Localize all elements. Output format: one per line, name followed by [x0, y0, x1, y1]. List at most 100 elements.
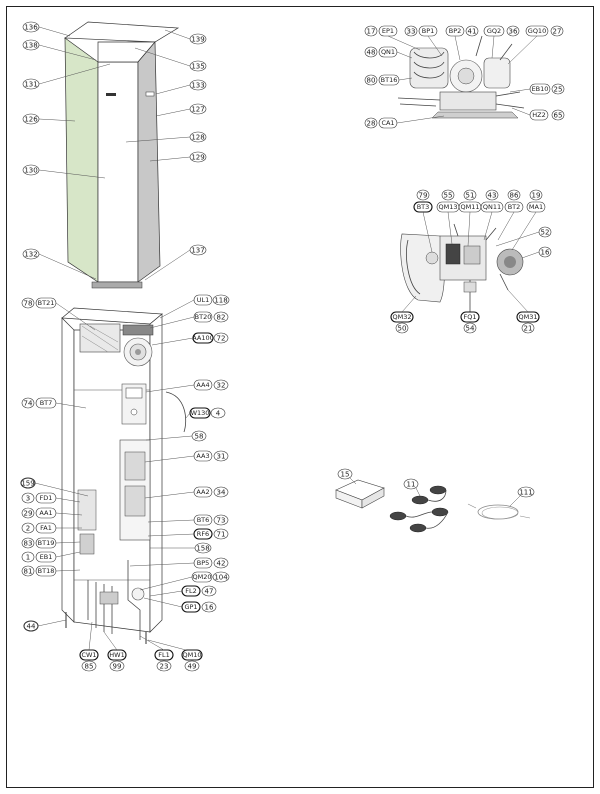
accessories-view [335, 479, 531, 533]
label-qm10: QM10 [183, 651, 202, 659]
label-fl1: FL1 [158, 651, 170, 659]
label-ep1: EP1 [382, 27, 394, 35]
label-bt16: BT16 [381, 76, 398, 84]
callout-131: 131 [24, 81, 37, 89]
callout-54: 54 [466, 325, 475, 333]
label-bt19: BT19 [38, 539, 55, 547]
callout-42: 42 [217, 560, 226, 568]
callout-3: 3 [26, 495, 30, 503]
label-bt7: BT7 [40, 399, 53, 407]
cabinet-exterior-view [63, 21, 180, 289]
cabinet-top [63, 21, 180, 43]
label-ca1: CA1 [381, 119, 394, 127]
label-aa2: AA2 [196, 488, 209, 496]
label-aa1: AA1 [39, 509, 52, 517]
label-gq2: GQ2 [487, 27, 501, 35]
callout-82: 82 [217, 314, 226, 322]
callout-34: 34 [217, 489, 226, 497]
callout-23: 23 [160, 663, 169, 671]
label-fa1: FA1 [40, 524, 52, 532]
callout-86: 86 [510, 192, 519, 200]
label-aa100: AA100 [192, 334, 213, 342]
callout-80: 80 [367, 77, 376, 85]
brand-badge [106, 93, 116, 96]
label-eb10: EB10 [532, 85, 549, 93]
front-panel [97, 61, 139, 283]
side-panel-left [64, 37, 99, 283]
label-qm20: QM20 [193, 573, 212, 581]
side-panel-right [137, 41, 161, 283]
callout-11: 11 [407, 481, 416, 489]
callout-118: 118 [214, 297, 227, 305]
label-qn11: QN11 [483, 203, 501, 211]
callout-44: 44 [27, 623, 36, 631]
callout-126: 126 [24, 116, 38, 124]
callout-74: 74 [24, 400, 33, 408]
callout-133: 133 [191, 82, 204, 90]
callout-55: 55 [444, 192, 453, 200]
label-qm32: QM32 [393, 313, 412, 321]
label-qn1: QN1 [381, 48, 395, 56]
callout-132: 132 [24, 251, 37, 259]
pump-callouts: 79 55 51 43 86 19 BT3 QM13 QM11 QN11 BT2… [390, 189, 552, 334]
label-bt6: BT6 [197, 516, 210, 524]
callout-32: 32 [217, 382, 226, 390]
callout-72: 72 [217, 335, 226, 343]
label-bt20: BT20 [195, 313, 212, 321]
callout-71: 71 [217, 531, 226, 539]
callout-136: 136 [24, 24, 38, 32]
label-aa4: AA4 [196, 381, 209, 389]
label-hw1: HW1 [109, 651, 124, 659]
label-cw1: CW1 [81, 651, 96, 659]
callout-25: 25 [554, 86, 563, 94]
callout-16: 16 [205, 604, 214, 612]
label-bp1: BP1 [422, 27, 435, 35]
callout-159: 159 [21, 480, 34, 488]
callout-36: 36 [509, 28, 518, 36]
accessories-callouts: 15 11 111 [337, 468, 535, 507]
callout-51: 51 [466, 192, 475, 200]
label-bt21: BT21 [38, 299, 55, 307]
callout-50: 50 [398, 325, 407, 333]
label-ul1: UL1 [197, 296, 210, 304]
callout-79: 79 [419, 192, 428, 200]
label-bt3: BT3 [417, 203, 430, 211]
label-fq1: FQ1 [464, 313, 477, 321]
label-hz2: HZ2 [532, 111, 545, 119]
label-gp1: GP1 [184, 603, 197, 611]
callout-128: 128 [191, 134, 204, 142]
callout-27: 27 [553, 28, 562, 36]
callout-16-pump: 16 [541, 249, 550, 257]
label-bt2: BT2 [508, 203, 521, 211]
label-bp5: BP5 [197, 559, 210, 567]
interior-callouts: 78 BT21 74 BT7 159 3 FD1 29 AA1 2 FA1 83… [20, 294, 230, 672]
callout-17: 17 [367, 28, 376, 36]
callout-139: 139 [191, 36, 204, 44]
label-fd1: FD1 [40, 494, 53, 502]
callout-135: 135 [191, 63, 204, 71]
callout-81: 81 [24, 568, 33, 576]
callout-104: 104 [214, 574, 228, 582]
label-bp2: BP2 [449, 27, 462, 35]
cabinet-interior-view [61, 307, 187, 644]
callout-158: 158 [196, 545, 209, 553]
page-frame [6, 6, 594, 788]
compressor-module-view [397, 35, 525, 119]
callout-83: 83 [24, 540, 33, 548]
label-w130: W130 [191, 409, 210, 417]
callout-29: 29 [24, 510, 33, 518]
callout-2: 2 [26, 525, 30, 533]
callout-28: 28 [367, 120, 376, 128]
callout-41: 41 [468, 28, 477, 36]
callout-15: 15 [341, 471, 350, 479]
callout-85: 85 [85, 663, 94, 671]
label-fl2: FL2 [185, 587, 197, 595]
label-qm13: QM13 [439, 203, 458, 211]
callout-47: 47 [205, 588, 214, 596]
callout-31: 31 [217, 453, 226, 461]
callout-52: 52 [541, 229, 550, 237]
callout-73: 73 [217, 517, 226, 525]
callout-137: 137 [191, 247, 204, 255]
callout-48: 48 [367, 49, 376, 57]
callout-99: 99 [113, 663, 122, 671]
